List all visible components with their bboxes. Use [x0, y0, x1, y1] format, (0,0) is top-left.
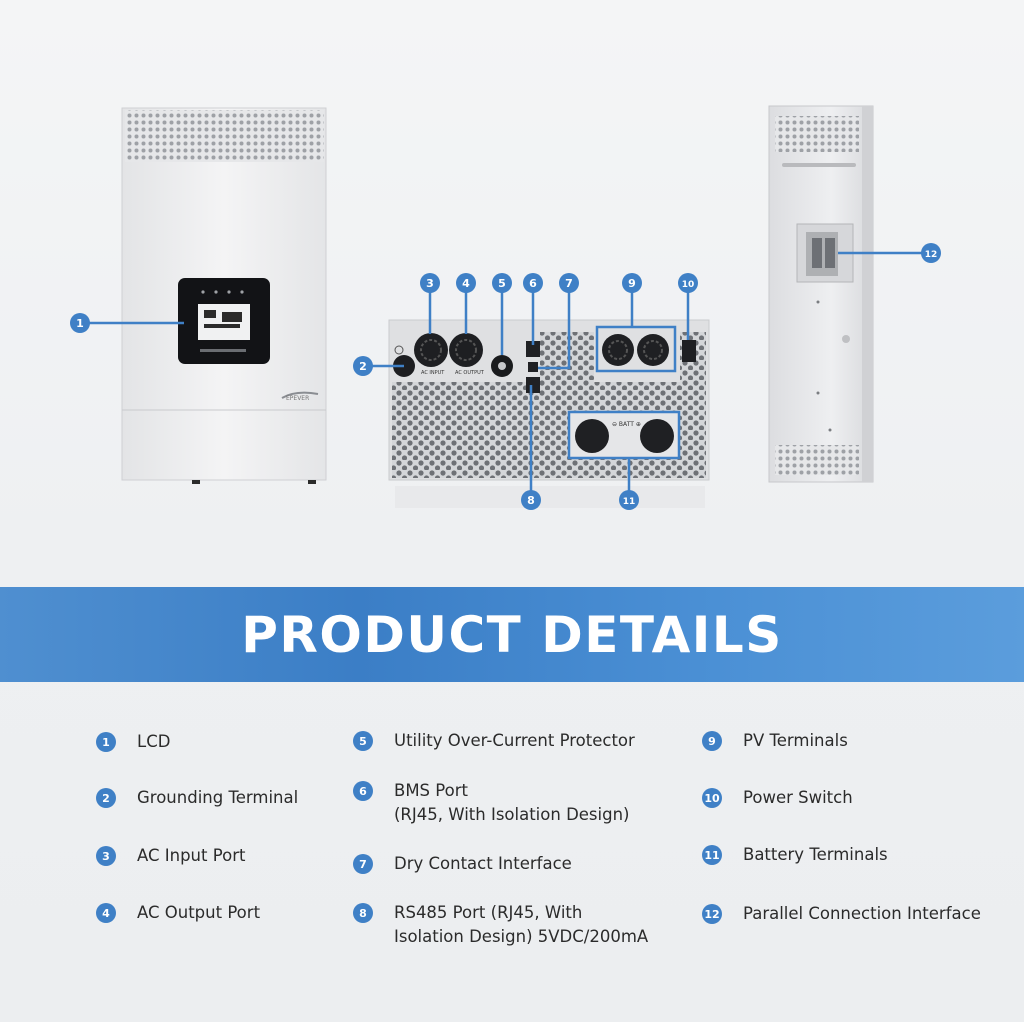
legend-label: LCD — [137, 732, 171, 751]
legend-number: 8 — [353, 903, 373, 923]
legend-label: AC Input Port — [137, 846, 246, 865]
legend-item: 3 AC Input Port — [96, 846, 426, 868]
product-details-banner: PRODUCT DETAILS — [0, 587, 1024, 682]
svg-text:2: 2 — [359, 360, 367, 373]
svg-text:11: 11 — [623, 497, 636, 507]
legend-number: 6 — [353, 781, 373, 801]
legend-number: 10 — [702, 788, 722, 808]
legend-number: 2 — [96, 788, 116, 808]
legend-item: 1 LCD — [96, 732, 426, 754]
legend-item: 4 AC Output Port — [96, 903, 426, 925]
legend-item: 11 Battery Terminals — [702, 845, 1024, 867]
svg-text:7: 7 — [565, 277, 573, 290]
legend-number: 12 — [702, 904, 722, 924]
callout-6: 6 — [523, 273, 543, 293]
legend-label-line2: (RJ45, With Isolation Design) — [394, 805, 630, 824]
legend-label: PV Terminals — [743, 731, 848, 750]
callout-11: 11 — [619, 490, 639, 510]
legend-item: 9 PV Terminals — [702, 731, 1024, 753]
svg-text:8: 8 — [527, 494, 535, 507]
legend-item: 5 Utility Over-Current Protector — [353, 731, 683, 753]
svg-text:⊖ BATT ⊕: ⊖ BATT ⊕ — [612, 421, 641, 428]
svg-text:AC INPUT: AC INPUT — [421, 370, 445, 376]
legend-label-line2: Isolation Design) 5VDC/200mA — [394, 927, 649, 946]
legend-label: Power Switch — [743, 788, 853, 807]
svg-text:6: 6 — [529, 277, 537, 290]
inverter-front-view: EPEVER — [121, 107, 327, 484]
svg-text:10: 10 — [682, 280, 695, 290]
callout-5: 5 — [492, 273, 512, 293]
svg-text:9: 9 — [628, 277, 636, 290]
callout-12: 12 — [921, 243, 941, 263]
legend-label: Battery Terminals — [743, 845, 888, 864]
svg-text:5: 5 — [498, 277, 506, 290]
legend-item: 8 RS485 Port (RJ45, With Isolation Desig… — [353, 903, 683, 949]
legend-number: 4 — [96, 903, 116, 923]
legend-number: 1 — [96, 732, 116, 752]
legend-label: Dry Contact Interface — [394, 854, 572, 873]
inverter-side-view — [768, 105, 874, 483]
callout-8: 8 — [521, 490, 541, 510]
banner-title: PRODUCT DETAILS — [241, 605, 783, 664]
legend-label: Utility Over-Current Protector — [394, 731, 635, 750]
legend-number: 5 — [353, 731, 373, 751]
product-figure: EPEVER AC INPUT AC OUTPUT — [70, 105, 941, 510]
inverter-bottom-view: AC INPUT AC OUTPUT ⊖ BATT ⊕ — [388, 319, 710, 508]
legend-number: 9 — [702, 731, 722, 751]
legend-label: Parallel Connection Interface — [743, 904, 981, 923]
callout-4: 4 — [456, 273, 476, 293]
callout-10: 10 — [678, 273, 698, 293]
svg-text:AC OUTPUT: AC OUTPUT — [455, 370, 485, 376]
svg-text:EPEVER: EPEVER — [286, 395, 309, 402]
svg-text:4: 4 — [462, 277, 470, 290]
svg-text:3: 3 — [426, 277, 434, 290]
legend-item: 10 Power Switch — [702, 788, 1024, 810]
callout-2: 2 — [353, 356, 373, 376]
legend-item: 12 Parallel Connection Interface — [702, 904, 1024, 926]
legend: 1 LCD 2 Grounding Terminal 3 AC Input Po… — [0, 682, 1024, 1022]
legend-number: 3 — [96, 846, 116, 866]
legend-number: 11 — [702, 845, 722, 865]
callout-7: 7 — [559, 273, 579, 293]
legend-item: 7 Dry Contact Interface — [353, 854, 683, 876]
svg-text:1: 1 — [76, 317, 84, 330]
callout-1: 1 — [70, 313, 90, 333]
callout-3: 3 — [420, 273, 440, 293]
legend-number: 7 — [353, 854, 373, 874]
callout-9: 9 — [622, 273, 642, 293]
legend-item: 6 BMS Port (RJ45, With Isolation Design) — [353, 781, 683, 827]
svg-text:12: 12 — [925, 250, 938, 260]
legend-label: BMS Port — [394, 781, 468, 800]
legend-label: RS485 Port (RJ45, With — [394, 903, 583, 922]
legend-label: Grounding Terminal — [137, 788, 299, 807]
legend-item: 2 Grounding Terminal — [96, 788, 426, 810]
legend-label: AC Output Port — [137, 903, 261, 922]
